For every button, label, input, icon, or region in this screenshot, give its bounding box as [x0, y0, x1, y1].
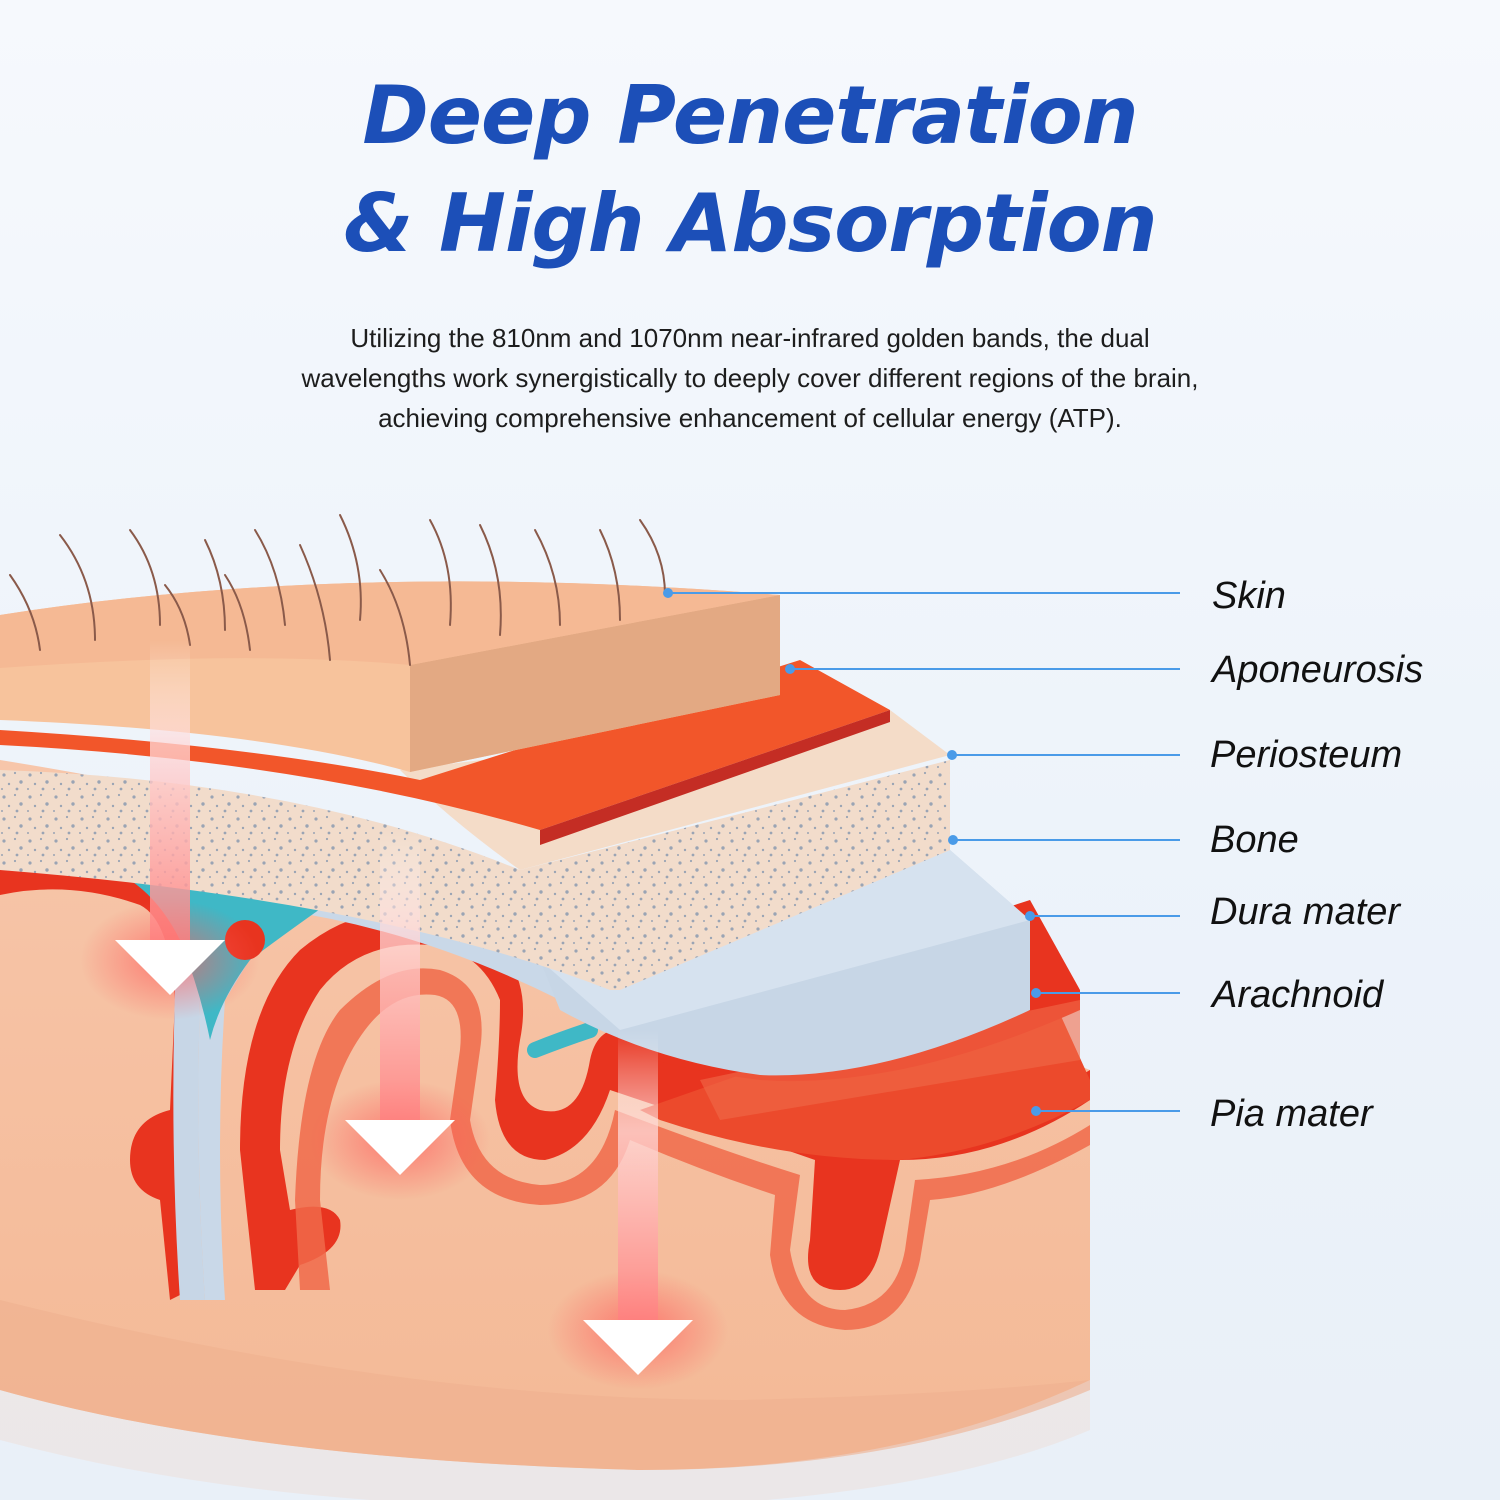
label-aponeurosis: Aponeurosis: [785, 649, 1423, 691]
down-arrow-icon: [115, 940, 225, 995]
layer-slabs: [0, 581, 1090, 1160]
label-skin-text: Skin: [1212, 575, 1286, 617]
description-line-3: achieving comprehensive enhancement of c…: [378, 403, 1122, 433]
layer-labels: Skin Aponeurosis Periosteum Bone Dura ma…: [663, 575, 1423, 1135]
label-pia-mater-text: Pia mater: [1210, 1093, 1374, 1135]
title-line-1: Deep Penetration: [362, 69, 1138, 162]
title-line-2: & High Absorption: [343, 177, 1157, 270]
description-line-1: Utilizing the 810nm and 1070nm near-infr…: [350, 323, 1150, 353]
label-periosteum: Periosteum: [947, 734, 1402, 776]
label-pia-mater: Pia mater: [1031, 1093, 1374, 1135]
hair-strands: [9, 514, 666, 666]
description-line-2: wavelengths work synergistically to deep…: [301, 363, 1199, 393]
label-dura-mater: Dura mater: [1025, 891, 1401, 933]
description: Utilizing the 810nm and 1070nm near-infr…: [150, 318, 1350, 438]
label-arachnoid: Arachnoid: [1031, 974, 1385, 1016]
label-arachnoid-text: Arachnoid: [1210, 974, 1385, 1016]
label-bone-text: Bone: [1210, 819, 1299, 861]
label-skin: Skin: [663, 575, 1286, 617]
light-beams: [80, 640, 728, 1390]
down-arrow-icon: [583, 1320, 693, 1375]
down-arrow-icon: [345, 1120, 455, 1175]
page-title: Deep Penetration & High Absorption: [0, 62, 1500, 278]
label-dura-mater-text: Dura mater: [1210, 891, 1401, 933]
label-periosteum-text: Periosteum: [1210, 734, 1402, 776]
label-aponeurosis-text: Aponeurosis: [1210, 649, 1423, 691]
scalp-layers-diagram: Skin Aponeurosis Periosteum Bone Dura ma…: [0, 514, 1423, 1500]
label-bone: Bone: [948, 819, 1299, 861]
